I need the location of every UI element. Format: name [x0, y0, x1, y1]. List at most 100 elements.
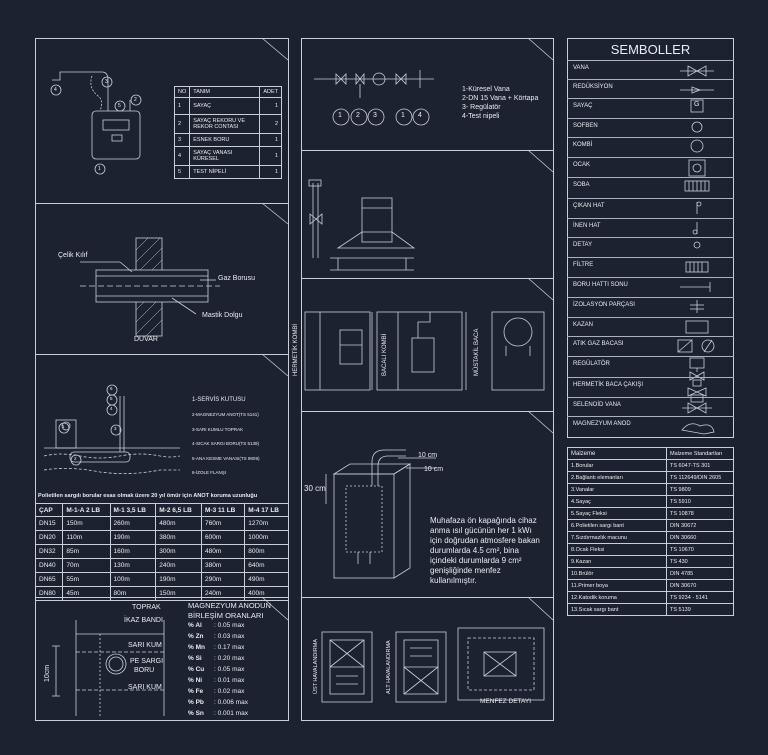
service-line: 3-SARI KUMLU TOPRAK: [192, 427, 244, 432]
trench-label: TOPRAK: [132, 604, 161, 611]
symbol-row: İZOLASYON PARÇASI: [567, 297, 734, 316]
vent-drawings: [321, 627, 545, 703]
meter-callout: 1: [98, 166, 101, 172]
symbol-row: BORU HATTI SONU: [567, 277, 734, 296]
enclosure-drawing: [325, 449, 436, 579]
regulator-legend-line: 4-Test nipeli: [462, 113, 500, 120]
trench-label: SARI KUM: [128, 684, 162, 691]
label-wall: DUVAR: [134, 336, 158, 343]
label-top-vent: ÜST HAVALANDIRMA: [313, 638, 319, 694]
anode-table-caption: Polietilen sargılı borular esas olmak üz…: [38, 493, 258, 499]
service-callout: 6: [110, 386, 113, 391]
label-hermetic-boiler: HERMETİK KOMBİ: [293, 323, 299, 376]
service-callout: 1: [62, 424, 65, 429]
regulator-circle-label: 4: [418, 112, 422, 119]
boiler-drawings: [304, 311, 545, 391]
label-mastic: Mastik Dolgu: [202, 312, 243, 319]
service-line: 1-SERVİS KUTUSU: [192, 397, 246, 403]
service-line: 4-SICAK SARGI BORU(TS 5139): [192, 441, 260, 446]
symbols-title: SEMBOLLER: [610, 42, 691, 57]
symbol-row: SELENOİD VANA: [567, 397, 734, 416]
label-bottom-vent: ALT HAVALANDIRMA: [386, 640, 392, 694]
symbol-row: HERMETİK BACA ÇAKIŞI: [567, 377, 734, 396]
dim-top: 10 cm: [418, 452, 438, 459]
service-line: 2-MAGNEZYUM ANOT(TS 5141): [192, 412, 259, 417]
symbol-row: ÇIKAN HAT: [567, 198, 734, 217]
symbol-row: FİLTRE: [567, 257, 734, 276]
sayac-glyph: G: [694, 101, 700, 108]
enclosure-note: Muhafaza ön kapağında cihaz anma ısıl gü…: [430, 516, 540, 585]
symbol-row: SOBA: [567, 177, 734, 196]
symbol-row: REDÜKSİYON: [567, 79, 734, 98]
trench-label: PE SARGI: [130, 658, 164, 665]
symbols-panel: [567, 38, 734, 438]
trench-dimension: 10cm: [44, 664, 51, 682]
symbol-row: SOFBEN: [567, 118, 734, 137]
label-vent-detail: MENFEZ DETAYI: [480, 698, 532, 705]
regulator-schematic: [314, 70, 434, 126]
meter-callout: 3: [105, 79, 108, 85]
trench-drawing: [52, 620, 165, 716]
vent-panel: [301, 597, 554, 721]
regulator-circle-label: 3: [373, 112, 377, 119]
dim-side: 10 cm: [424, 466, 444, 473]
boiler-panel: [301, 278, 554, 412]
meter-callout: 2: [134, 97, 137, 103]
regulator-legend-line: 3- Regülatör: [462, 104, 501, 111]
service-line: 6-İZOLE FLANŞI: [192, 470, 227, 475]
magnesium-title: MAGNEZYUM ANODUN: [188, 601, 271, 610]
label-flue-boiler: BACALI KOMBİ: [382, 333, 388, 376]
label-chimney: MÜSTAKİL BACA: [474, 328, 480, 376]
trench-label: BORU: [134, 667, 155, 674]
symbol-glyphs: [677, 65, 715, 435]
regulator-circle-label: 1: [401, 112, 405, 119]
meter-callout: 5: [118, 103, 121, 109]
regulator-legend-line: 1-Küresel Vana: [462, 86, 510, 93]
dim-left: 30 cm: [304, 484, 326, 493]
service-callout: 5: [110, 396, 113, 401]
service-callout: 4: [110, 406, 113, 411]
symbol-row: SAYAÇ: [567, 98, 734, 117]
symbol-row: KOMBİ: [567, 137, 734, 156]
symbol-row: REGÜLATÖR: [567, 356, 734, 375]
symbol-row: MAGNEZYUM ANOD: [567, 416, 734, 438]
service-callout: 3: [114, 426, 117, 431]
meter-callout: 4: [54, 87, 57, 93]
magnesium-rows: % Al: 0.05 max % Zn: 0.03 max % Mn: 0.17…: [188, 622, 248, 717]
symbol-row: DETAY: [567, 237, 734, 256]
label-gas-pipe: Gaz Borusu: [218, 275, 255, 282]
symbol-row: KAZAN: [567, 317, 734, 336]
service-box-drawing: [43, 384, 181, 474]
magnesium-subtitle: BİRLEŞİM ORANLARI: [188, 611, 264, 620]
service-line: 5-ANA KESME VANASI(TS 9809): [192, 456, 260, 461]
wall-section: [80, 237, 220, 337]
regulator-circle-label: 2: [356, 112, 360, 119]
symbol-row: İNEN HAT: [567, 218, 734, 237]
symbol-row: ATIK GAZ BACASI: [567, 336, 734, 355]
trench-label: İKAZ BANDI: [124, 617, 163, 624]
